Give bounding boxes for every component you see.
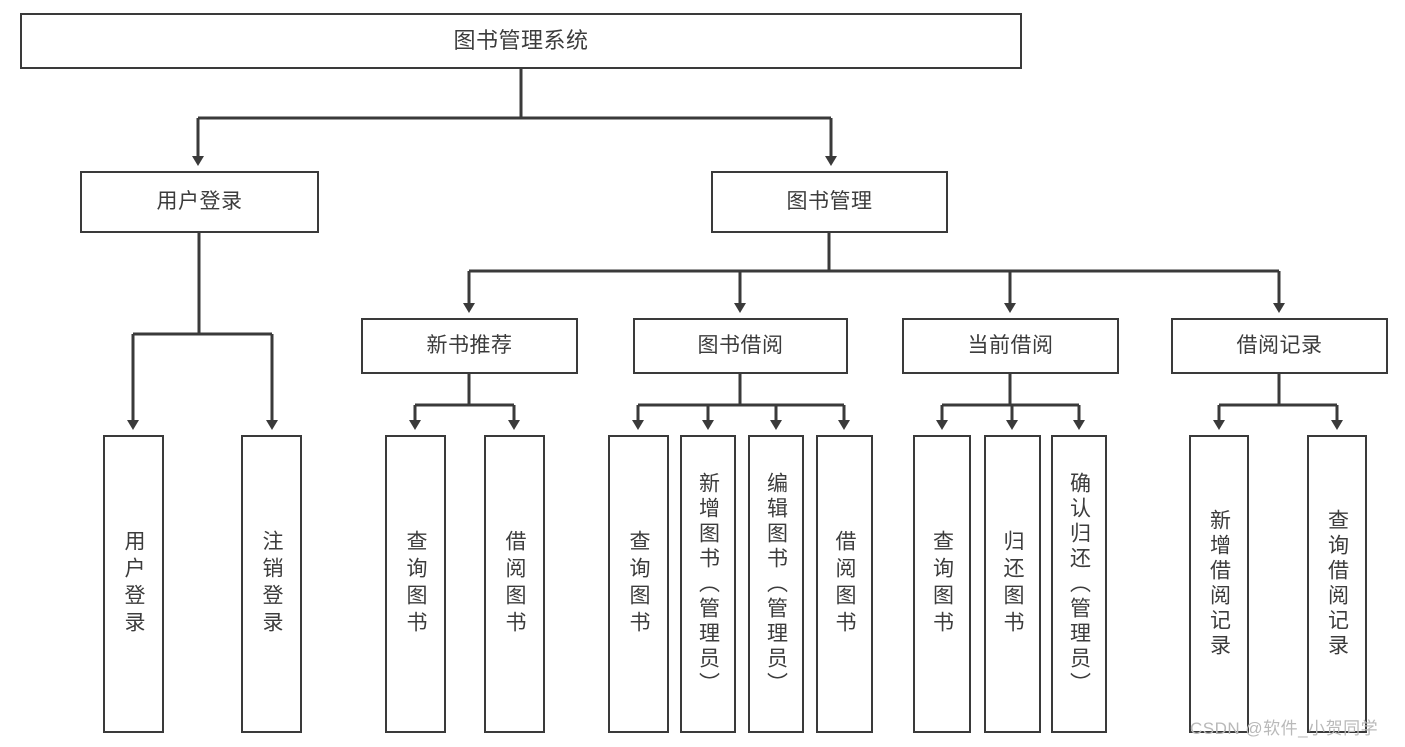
node-leaf-confirm-return-label: 确认归还（管理员） <box>1067 471 1091 697</box>
node-borrow-record[interactable]: 借阅记录 <box>1171 318 1388 374</box>
node-leaf-add-record-label: 新增借阅记录 <box>1207 509 1231 659</box>
node-leaf-query-book-1[interactable]: 查询图书 <box>385 435 446 733</box>
watermark: CSDN @软件_小贺同学 <box>1190 719 1379 738</box>
node-leaf-add-record[interactable]: 新增借阅记录 <box>1189 435 1249 733</box>
node-leaf-query-book-3-label: 查询图书 <box>930 530 954 638</box>
node-leaf-user-login[interactable]: 用户登录 <box>103 435 164 733</box>
node-leaf-user-logout[interactable]: 注销登录 <box>241 435 302 733</box>
node-root-system[interactable]: 图书管理系统 <box>20 13 1022 69</box>
node-leaf-user-logout-label: 注销登录 <box>260 530 283 638</box>
node-user-login[interactable]: 用户登录 <box>80 171 319 233</box>
node-leaf-borrow-book-1-label: 借阅图书 <box>503 530 526 638</box>
node-current-borrow[interactable]: 当前借阅 <box>902 318 1119 374</box>
node-leaf-borrow-book-1[interactable]: 借阅图书 <box>484 435 545 733</box>
node-leaf-query-book-1-label: 查询图书 <box>404 530 427 638</box>
node-leaf-confirm-return[interactable]: 确认归还（管理员） <box>1051 435 1107 733</box>
node-leaf-query-book-2[interactable]: 查询图书 <box>608 435 669 733</box>
node-leaf-edit-book-label: 编辑图书（管理员） <box>764 471 788 697</box>
node-leaf-edit-book[interactable]: 编辑图书（管理员） <box>748 435 804 733</box>
node-book-manage-label: 图书管理 <box>786 190 873 214</box>
node-new-book-rec[interactable]: 新书推荐 <box>361 318 578 374</box>
node-new-book-rec-label: 新书推荐 <box>426 334 513 358</box>
node-leaf-user-login-label: 用户登录 <box>122 530 145 638</box>
node-leaf-add-book[interactable]: 新增图书（管理员） <box>680 435 736 733</box>
node-leaf-borrow-book-2-label: 借阅图书 <box>833 530 856 638</box>
node-leaf-query-book-2-label: 查询图书 <box>627 530 650 638</box>
node-leaf-query-record-label: 查询借阅记录 <box>1325 509 1349 659</box>
node-leaf-return-book-label: 归还图书 <box>1001 530 1024 638</box>
node-leaf-query-record[interactable]: 查询借阅记录 <box>1307 435 1367 733</box>
node-book-manage[interactable]: 图书管理 <box>711 171 948 233</box>
node-leaf-borrow-book-2[interactable]: 借阅图书 <box>816 435 873 733</box>
node-leaf-add-book-label: 新增图书（管理员） <box>696 471 720 697</box>
node-leaf-query-book-3[interactable]: 查询图书 <box>913 435 971 733</box>
node-borrow-record-label: 借阅记录 <box>1236 334 1323 358</box>
node-book-borrow-label: 图书借阅 <box>697 334 784 358</box>
node-user-login-label: 用户登录 <box>156 190 243 214</box>
node-book-borrow[interactable]: 图书借阅 <box>633 318 848 374</box>
node-leaf-return-book[interactable]: 归还图书 <box>984 435 1041 733</box>
node-current-borrow-label: 当前借阅 <box>967 334 1054 358</box>
node-root-label: 图书管理系统 <box>453 27 589 53</box>
